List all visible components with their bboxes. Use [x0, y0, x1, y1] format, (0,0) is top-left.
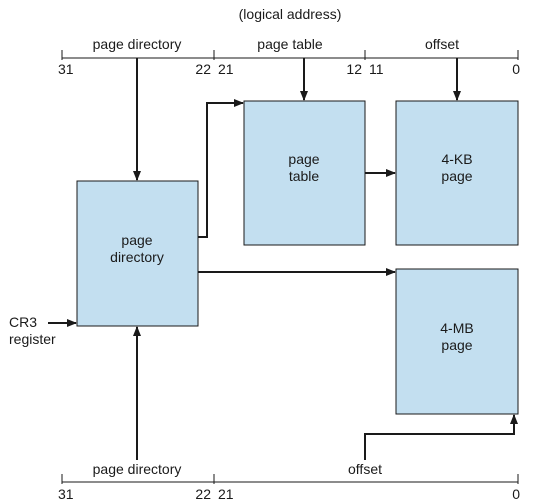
page-directory-box-label-2: directory — [110, 249, 164, 265]
bottom-address-ruler — [61, 474, 519, 484]
page-table-box-label-2: table — [289, 168, 320, 184]
page-4kb-box — [395, 100, 519, 246]
top-field-page-directory: page directory — [93, 36, 182, 52]
page-table-box-label-1: page — [288, 151, 319, 167]
page-4mb-box — [395, 268, 519, 415]
page-4mb-box-label-1: 4-MB — [440, 320, 473, 336]
arrow-bottom-offset-to-4mb — [364, 414, 518, 460]
cr3-label-2: register — [9, 331, 56, 347]
top-field-offset: offset — [425, 36, 459, 52]
top-bit-11: 11 — [369, 61, 384, 77]
top-bit-21: 21 — [218, 61, 234, 77]
bottom-bit-31: 31 — [58, 486, 74, 502]
bottom-bit-21: 21 — [218, 486, 234, 502]
page-4kb-box-label-1: 4-KB — [441, 151, 472, 167]
page-directory-box — [76, 180, 199, 327]
top-field-page-table: page table — [257, 36, 323, 52]
page-4mb-box-label-2: page — [441, 337, 472, 353]
bottom-bit-22: 22 — [195, 486, 211, 502]
bottom-field-offset: offset — [348, 461, 382, 477]
top-bit-0: 0 — [512, 61, 520, 77]
logical-address-caption: (logical address) — [239, 6, 342, 22]
page-4kb-box-label-2: page — [441, 168, 472, 184]
top-bit-12: 12 — [346, 61, 362, 77]
page-directory-box-label-1: page — [121, 232, 152, 248]
bottom-bit-0: 0 — [512, 486, 520, 502]
bottom-field-page-directory: page directory — [93, 461, 182, 477]
arrow-dir-to-table — [198, 99, 244, 238]
top-bit-22: 22 — [195, 61, 211, 77]
cr3-label-1: CR3 — [9, 314, 37, 330]
page-table-box — [243, 100, 366, 246]
top-bit-31: 31 — [58, 61, 74, 77]
